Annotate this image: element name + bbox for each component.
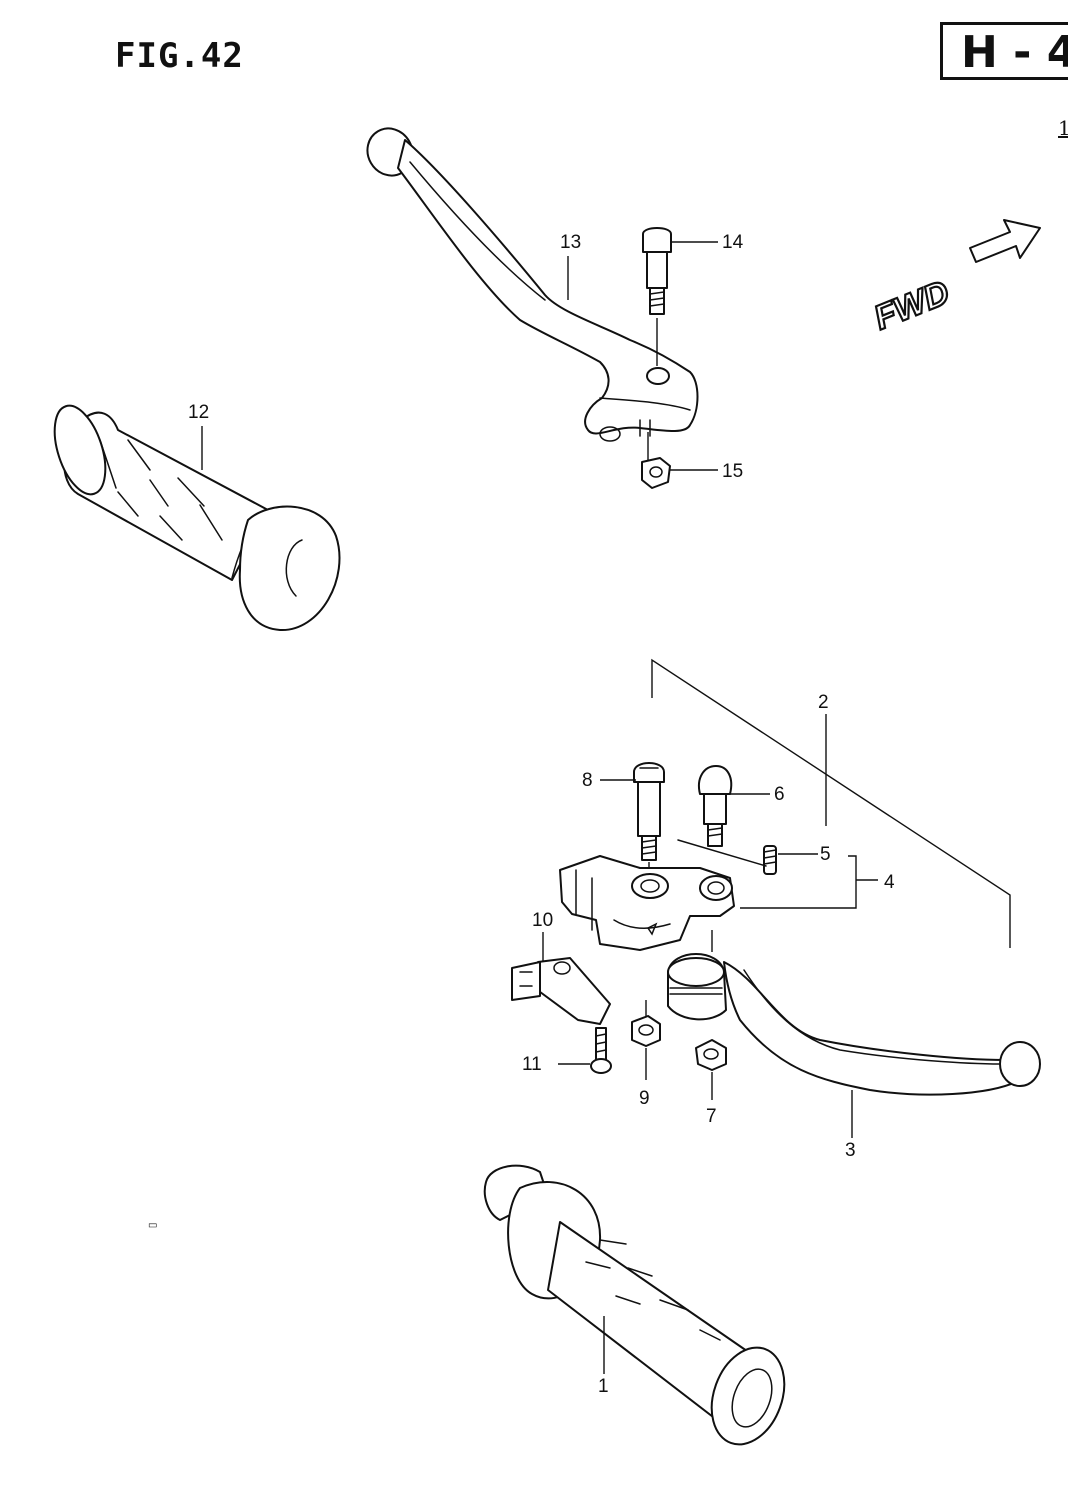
clutch-lever-upper: [366, 127, 699, 442]
callout-13: 13: [560, 232, 581, 253]
lever-pivot-bolt-upper: [642, 227, 718, 366]
callout-6: 6: [774, 784, 785, 805]
assembly-bracket: [651, 658, 1011, 948]
lever-nut-upper: [641, 432, 718, 489]
page-tag-box: H - 4: [940, 22, 1068, 80]
figure-title: FIG.42: [115, 36, 244, 76]
stray-mark: ▭: [148, 1220, 157, 1231]
callout-11: 11: [522, 1054, 542, 1075]
sub-assembly-bracket: [740, 855, 878, 909]
switch-screw: [558, 1027, 612, 1074]
callout-8: 8: [582, 770, 593, 791]
pivot-nut: [631, 1000, 661, 1080]
handlebar-grip-right: [483, 1164, 786, 1446]
adjuster-spring: [763, 845, 818, 875]
callout-labels: 1 2 3 4 5 6 7 8 9 10 11 12 13 14 15: [188, 232, 895, 1397]
pivot-bolt: [600, 762, 665, 878]
callout-10: 10: [532, 910, 553, 931]
forward-arrow-icon: [969, 219, 1041, 263]
clutch-switch: [511, 932, 611, 1025]
corner-mark: 1: [1058, 116, 1068, 140]
callout-15: 15: [722, 461, 743, 482]
callout-9: 9: [639, 1088, 650, 1109]
adjuster-bolt: [698, 765, 770, 847]
clutch-lever-lower: [667, 930, 1041, 1138]
page-tag-text: H - 4: [961, 27, 1068, 78]
adjuster-nut: [695, 1039, 727, 1100]
callout-14: 14: [722, 232, 744, 253]
callout-5: 5: [820, 844, 831, 865]
forward-direction-indicator: FWD: [868, 219, 1041, 339]
callout-3: 3: [845, 1140, 856, 1161]
callout-7: 7: [706, 1106, 717, 1127]
callout-12: 12: [188, 402, 209, 423]
callout-4: 4: [884, 872, 895, 893]
handlebar-grip-left: [53, 404, 341, 632]
callout-2: 2: [818, 692, 829, 713]
lever-perch-housing: [559, 839, 767, 951]
callout-1: 1: [598, 1376, 609, 1397]
fwd-label: FWD: [869, 273, 955, 337]
